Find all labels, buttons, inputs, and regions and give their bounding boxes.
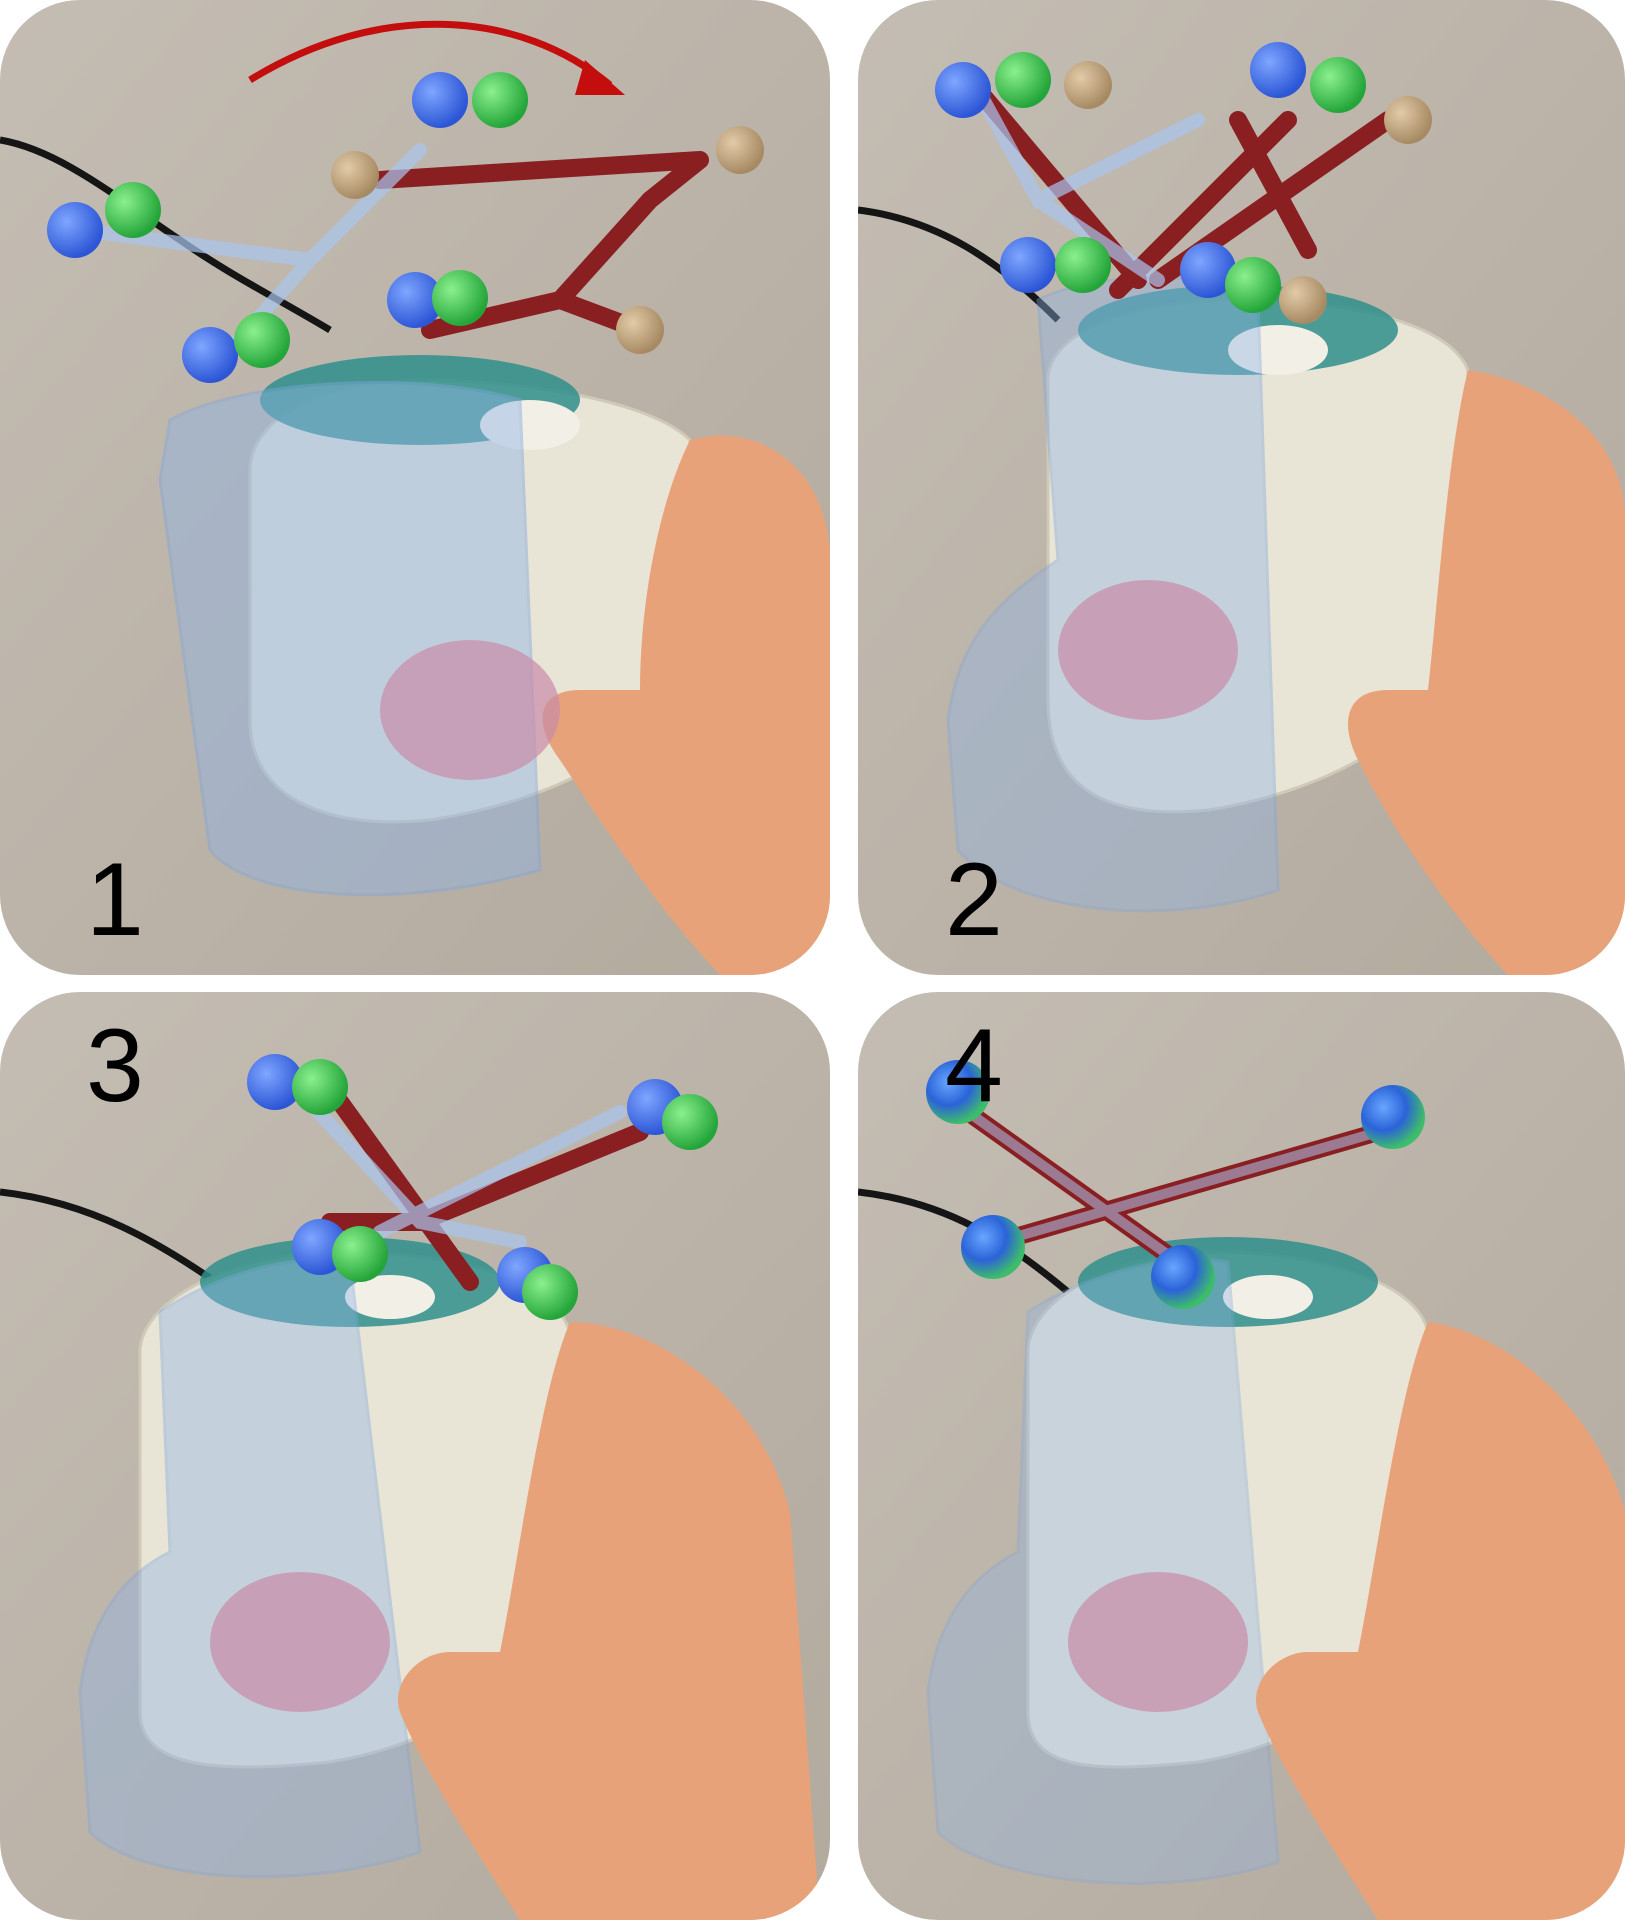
- probe-port: [480, 400, 580, 450]
- virtual-sphere-blue: [1000, 237, 1056, 293]
- virtual-sphere-green: [1225, 257, 1281, 313]
- hand: [1348, 370, 1625, 975]
- virtual-sphere-green: [332, 1226, 388, 1282]
- step-number: 3: [86, 1008, 144, 1124]
- ar-photo-panel-3: 3: [0, 992, 830, 1920]
- virtual-sphere-blue: [1250, 42, 1306, 98]
- probe-port: [345, 1275, 435, 1319]
- ar-scene-photo: [0, 992, 830, 1920]
- hand: [542, 435, 830, 975]
- virtual-marker-frame: [293, 1085, 627, 1249]
- virtual-sphere-green: [432, 270, 488, 326]
- thumb: [1068, 1572, 1248, 1712]
- virtual-sphere-blue: [935, 62, 991, 118]
- marker-sphere: [1064, 61, 1112, 109]
- virtual-sphere-merged: [961, 1215, 1025, 1279]
- thumb: [1058, 580, 1238, 720]
- virtual-sphere-green: [1310, 57, 1366, 113]
- probe-port: [1228, 325, 1328, 375]
- virtual-marker-frame: [971, 83, 1205, 287]
- virtual-sphere-merged: [1151, 1245, 1215, 1309]
- virtual-sphere-blue: [247, 1054, 303, 1110]
- virtual-marker-frame: [963, 1107, 1383, 1267]
- virtual-sphere-blue: [47, 202, 103, 258]
- ar-photo-panel-2: 2: [858, 0, 1625, 975]
- virtual-sphere-green: [1055, 237, 1111, 293]
- step-number: 2: [945, 842, 1003, 958]
- thumb: [210, 1572, 390, 1712]
- virtual-sphere-blue: [182, 327, 238, 383]
- ar-photo-panel-1: 1: [0, 0, 830, 975]
- virtual-sphere-green: [105, 182, 161, 238]
- rotation-arrow: [248, 20, 613, 88]
- virtual-sphere-merged: [1361, 1085, 1425, 1149]
- ar-scene-photo: [0, 0, 830, 975]
- virtual-sphere-green: [662, 1094, 718, 1150]
- virtual-sphere-green: [522, 1264, 578, 1320]
- marker-sphere: [331, 151, 379, 199]
- virtual-sphere-blue: [387, 272, 443, 328]
- ar-photo-panel-4: 4: [858, 992, 1625, 1920]
- step-number: 4: [945, 1008, 1003, 1124]
- hand: [398, 1322, 820, 1920]
- marker-sphere: [616, 306, 664, 354]
- virtual-sphere-green: [292, 1059, 348, 1115]
- probe-port: [1223, 1275, 1313, 1319]
- step-number: 1: [86, 842, 144, 958]
- cable: [858, 206, 1061, 323]
- arrow-head: [575, 60, 625, 95]
- virtual-sphere-merged: [926, 1060, 990, 1124]
- marker-sphere: [716, 126, 764, 174]
- ar-scene-photo: [858, 992, 1625, 1920]
- hologram-overlay: [158, 381, 542, 897]
- virtual-sphere-blue: [412, 72, 468, 128]
- marker-sphere: [1279, 276, 1327, 324]
- virtual-sphere-green: [234, 312, 290, 368]
- virtual-sphere-green: [995, 52, 1051, 108]
- thumb: [380, 640, 560, 780]
- marker-sphere: [1384, 96, 1432, 144]
- virtual-sphere-blue: [1180, 242, 1236, 298]
- ar-scene-photo: [858, 0, 1625, 975]
- hand: [1256, 1322, 1625, 1920]
- virtual-sphere-green: [472, 72, 528, 128]
